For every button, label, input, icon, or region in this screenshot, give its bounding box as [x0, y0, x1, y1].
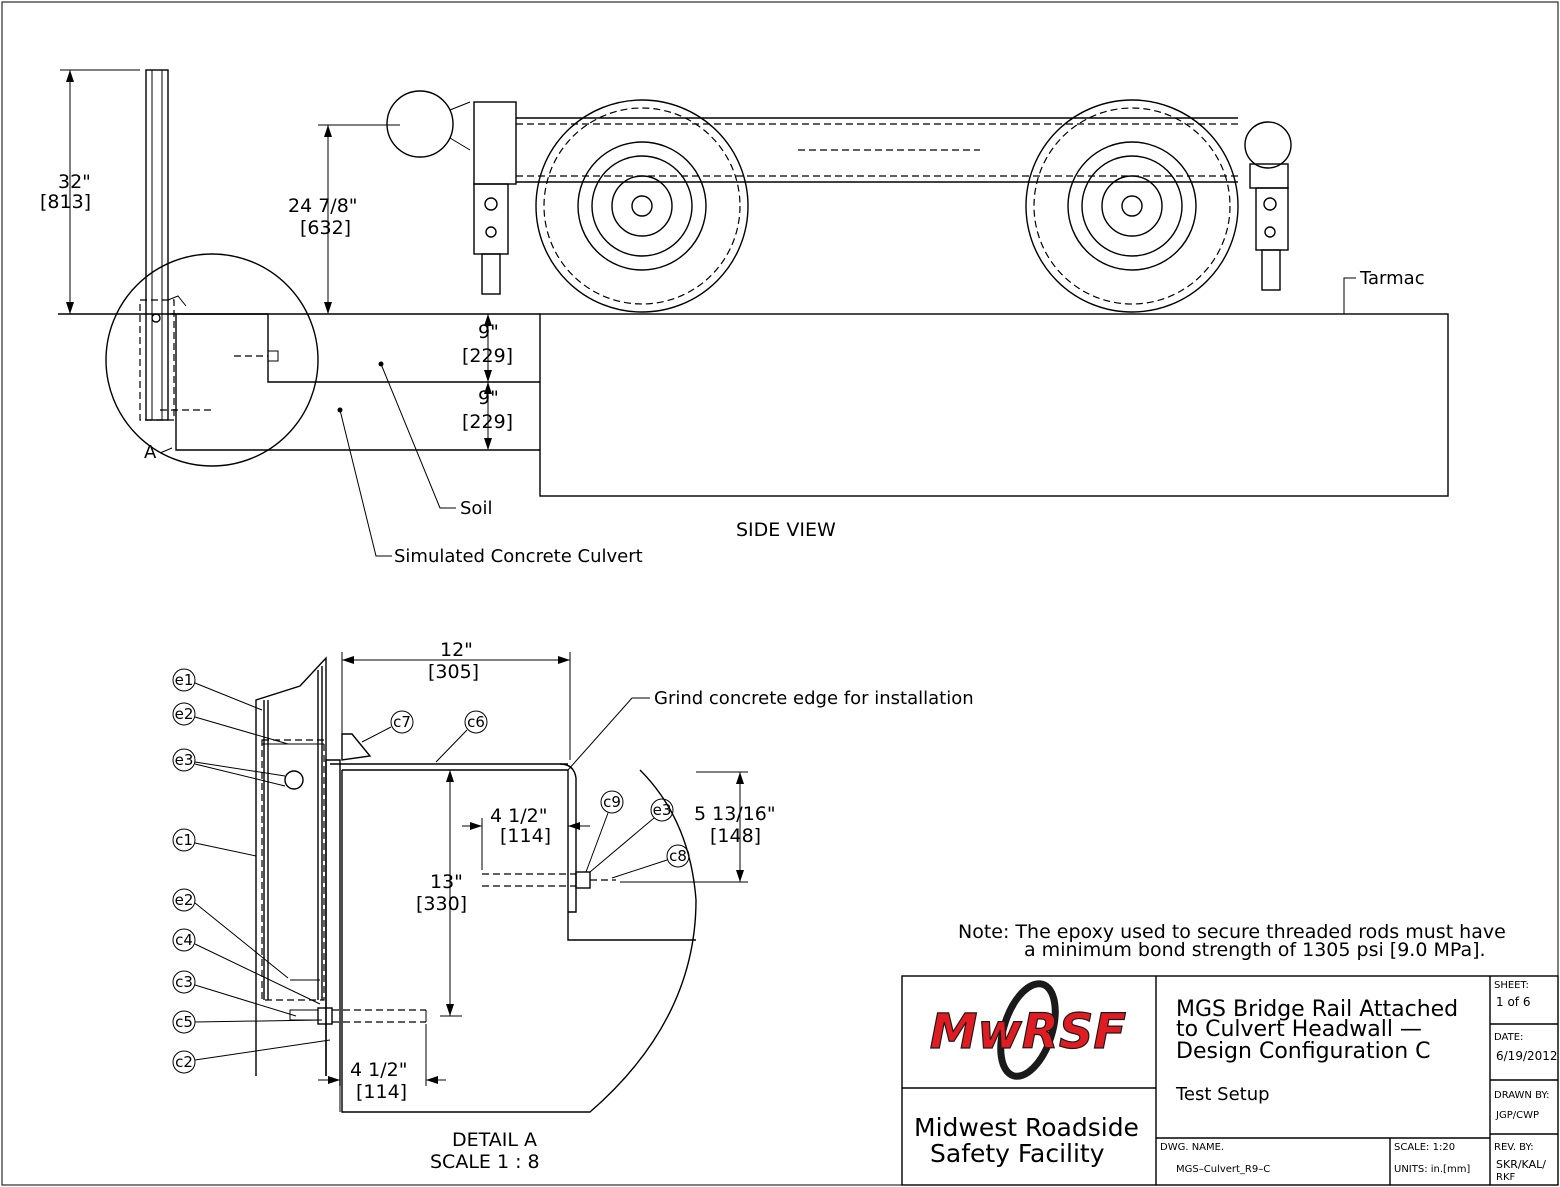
side-view-title: SIDE VIEW — [736, 519, 836, 541]
sheet-value: 1 of 6 — [1496, 995, 1530, 1009]
dim-ped-in: 24 7/8" — [288, 195, 358, 217]
title-line1: MGS Bridge Rail Attached — [1176, 997, 1458, 1022]
dim-soil2-in: 9" — [478, 387, 499, 409]
callouts: e1 e2 e3 c1 e2 c4 c3 c5 c — [172, 668, 690, 1074]
dim-anchor-top-mm: [114] — [500, 825, 551, 847]
drawn-value: JGP/CWP — [1495, 1110, 1539, 1121]
detail-a-marker: A — [144, 442, 157, 463]
grind-leader — [567, 697, 650, 771]
dim-width-mm: [305] — [428, 661, 479, 683]
title-line3: Design Configuration C — [1176, 1039, 1431, 1064]
culvert-outline — [175, 314, 540, 451]
callout-e3-right: e3 — [653, 801, 672, 819]
dim-depth-mm: [148] — [710, 825, 761, 847]
org-line1: Midwest Roadside — [914, 1113, 1139, 1142]
detail-post-insert — [261, 739, 325, 1001]
date-label: DATE: — [1494, 1032, 1523, 1043]
date-value: 6/19/2012 — [1496, 1049, 1558, 1063]
sheet-label: SHEET: — [1494, 980, 1529, 991]
dwg-value: MGS–Culvert_R9–C — [1176, 1164, 1270, 1175]
callout-c7: c7 — [393, 713, 411, 731]
dim-anchor-bot-mm: [114] — [356, 1081, 407, 1103]
dim-height-mm: [813] — [40, 191, 91, 213]
rail-post — [145, 69, 169, 421]
dim-soil2-mm: [229] — [462, 411, 513, 433]
detail-culvert-top — [342, 769, 696, 941]
title-block: MwRSF Midwest Roadside Safety Facility M… — [901, 975, 1559, 1186]
detail-a-scale: SCALE 1 : 8 — [430, 1151, 540, 1173]
tarmac-label: Tarmac — [1359, 268, 1425, 289]
epoxy-note-line2: a minimum bond strength of 1305 psi [9.0… — [1024, 939, 1486, 961]
subtitle: Test Setup — [1175, 1084, 1270, 1105]
rev-value2: RKF — [1496, 1172, 1516, 1183]
units-label: UNITS: in.[mm] — [1394, 1164, 1470, 1175]
detail-a: 12" [305] Grind concrete edge for instal… — [172, 639, 974, 1173]
tarmac-slab — [539, 313, 1449, 497]
org-line2: Safety Facility — [930, 1139, 1105, 1168]
callout-c3: c3 — [175, 973, 193, 991]
logo-text: MwRSF — [930, 1004, 1127, 1060]
callout-e2-bottom: e2 — [175, 891, 194, 909]
epoxy-note-line1: Note: The epoxy used to secure threaded … — [958, 921, 1506, 943]
callout-c6: c6 — [467, 713, 485, 731]
dim-soil1-in: 9" — [478, 321, 499, 343]
title-line2: to Culvert Headwall — — [1176, 1017, 1422, 1042]
callout-c9: c9 — [603, 793, 621, 811]
dim-embed-mm: [330] — [416, 893, 467, 915]
dim-height-in: 32" — [58, 171, 91, 193]
side-view: Tarmac A 32" [813] 24 7/8" [632] — [40, 69, 1449, 567]
bolt-e3 — [284, 770, 304, 790]
callout-c5: c5 — [175, 1013, 193, 1031]
detail-a-circle — [105, 253, 319, 467]
rev-label: REV. BY: — [1494, 1142, 1534, 1153]
soil-label: Soil — [460, 498, 492, 519]
detail-a-title: DETAIL A — [452, 1129, 537, 1151]
dim-anchor-top-in: 4 1/2" — [490, 805, 547, 827]
rev-value1: SKR/KAL/ — [1496, 1158, 1546, 1171]
dwg-label: DWG. NAME. — [1160, 1142, 1224, 1153]
scale-label: SCALE: 1:20 — [1394, 1142, 1455, 1153]
dim-ped-mm: [632] — [300, 217, 351, 239]
dim-width-in: 12" — [440, 639, 473, 661]
dim-soil1-mm: [229] — [462, 345, 513, 367]
detail-post — [255, 656, 327, 1076]
callout-e2-top: e2 — [175, 705, 194, 723]
drawn-label: DRAWN BY: — [1494, 1090, 1550, 1101]
culvert-top-outline — [267, 314, 540, 383]
grind-note: Grind concrete edge for installation — [654, 688, 974, 709]
callout-c1: c1 — [175, 831, 193, 849]
test-vehicle — [386, 90, 1292, 295]
callout-c8: c8 — [669, 847, 687, 865]
wheel-rear — [1025, 99, 1239, 313]
mwrsf-logo: MwRSF — [929, 980, 1127, 1080]
tarmac-leader — [1343, 277, 1356, 314]
dim-embed-in: 13" — [430, 871, 463, 893]
detail-culvert-body — [341, 769, 697, 1113]
culvert-leader — [339, 409, 392, 557]
callout-e3-left: e3 — [175, 751, 194, 769]
callout-e1: e1 — [175, 671, 194, 689]
wheel-front — [535, 99, 749, 313]
callout-c2: c2 — [175, 1053, 193, 1071]
culvert-label: Simulated Concrete Culvert — [394, 546, 643, 567]
dim-depth-in: 5 13/16" — [694, 803, 776, 825]
callout-c4: c4 — [175, 931, 193, 949]
dim-anchor-bot-in: 4 1/2" — [350, 1059, 407, 1081]
soil-leader — [380, 363, 456, 509]
